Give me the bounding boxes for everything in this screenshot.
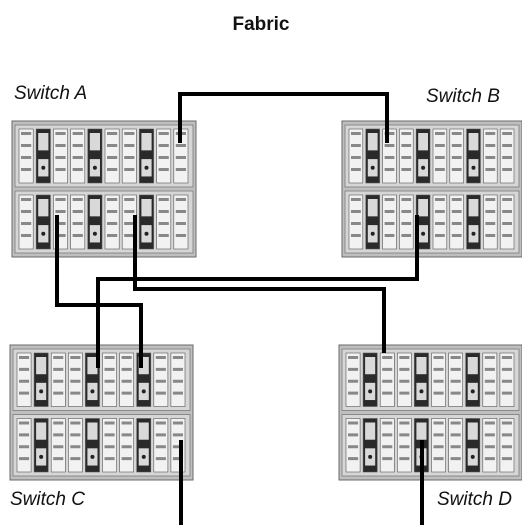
port-module	[154, 419, 168, 473]
port-module	[500, 129, 514, 183]
port-module	[383, 195, 397, 249]
port-module	[85, 419, 99, 473]
port-module	[397, 419, 411, 473]
port-module	[416, 129, 430, 183]
port-module	[71, 195, 85, 249]
port-module	[466, 353, 480, 407]
switch-b	[342, 121, 522, 257]
port-module	[346, 419, 360, 473]
port-module	[53, 129, 67, 183]
port-module	[36, 129, 50, 183]
port-module	[88, 195, 102, 249]
port-module	[500, 195, 514, 249]
port-module	[363, 419, 377, 473]
port-module	[380, 353, 394, 407]
port-module	[450, 195, 464, 249]
port-module	[380, 419, 394, 473]
port-module	[500, 353, 514, 407]
port-module	[139, 195, 153, 249]
port-module	[366, 129, 380, 183]
port-module	[105, 129, 119, 183]
switch-b-label: Switch B	[426, 86, 500, 108]
port-module	[34, 419, 48, 473]
switch-d	[339, 345, 522, 480]
port-module	[467, 195, 481, 249]
port-module	[71, 129, 85, 183]
port-module	[449, 419, 463, 473]
port-module	[17, 419, 31, 473]
port-module	[137, 419, 151, 473]
port-module	[19, 195, 33, 249]
port-module	[349, 129, 363, 183]
port-module	[399, 129, 413, 183]
port-module	[154, 353, 168, 407]
port-module	[68, 353, 82, 407]
port-module	[483, 129, 497, 183]
port-module	[433, 195, 447, 249]
port-module	[399, 195, 413, 249]
port-module	[122, 129, 136, 183]
switch-c-label: Switch C	[10, 489, 85, 511]
port-module	[139, 129, 153, 183]
port-module	[68, 419, 82, 473]
port-module	[105, 195, 119, 249]
port-module	[432, 419, 446, 473]
port-module	[383, 129, 397, 183]
port-module	[450, 129, 464, 183]
port-module	[414, 353, 428, 407]
port-module	[51, 419, 65, 473]
port-module	[174, 195, 188, 249]
switch-d-label: Switch D	[437, 489, 512, 511]
port-module	[17, 353, 31, 407]
port-module	[466, 419, 480, 473]
port-module	[397, 353, 411, 407]
port-module	[103, 353, 117, 407]
port-module	[51, 353, 65, 407]
port-module	[157, 195, 171, 249]
port-module	[171, 353, 185, 407]
port-module	[483, 419, 497, 473]
port-module	[137, 353, 151, 407]
port-module	[346, 353, 360, 407]
port-module	[467, 129, 481, 183]
switch-c	[10, 345, 193, 480]
port-module	[120, 353, 134, 407]
port-module	[432, 353, 446, 407]
port-module	[120, 419, 134, 473]
port-module	[19, 129, 33, 183]
port-module	[349, 195, 363, 249]
port-module	[500, 419, 514, 473]
port-module	[483, 195, 497, 249]
port-module	[34, 353, 48, 407]
port-module	[157, 129, 171, 183]
port-module	[366, 195, 380, 249]
port-module	[433, 129, 447, 183]
switch-a	[12, 121, 196, 257]
port-module	[36, 195, 50, 249]
port-module	[363, 353, 377, 407]
port-module	[483, 353, 497, 407]
port-module	[88, 129, 102, 183]
port-module	[103, 419, 117, 473]
switch-a-label: Switch A	[14, 83, 87, 105]
port-module	[449, 353, 463, 407]
